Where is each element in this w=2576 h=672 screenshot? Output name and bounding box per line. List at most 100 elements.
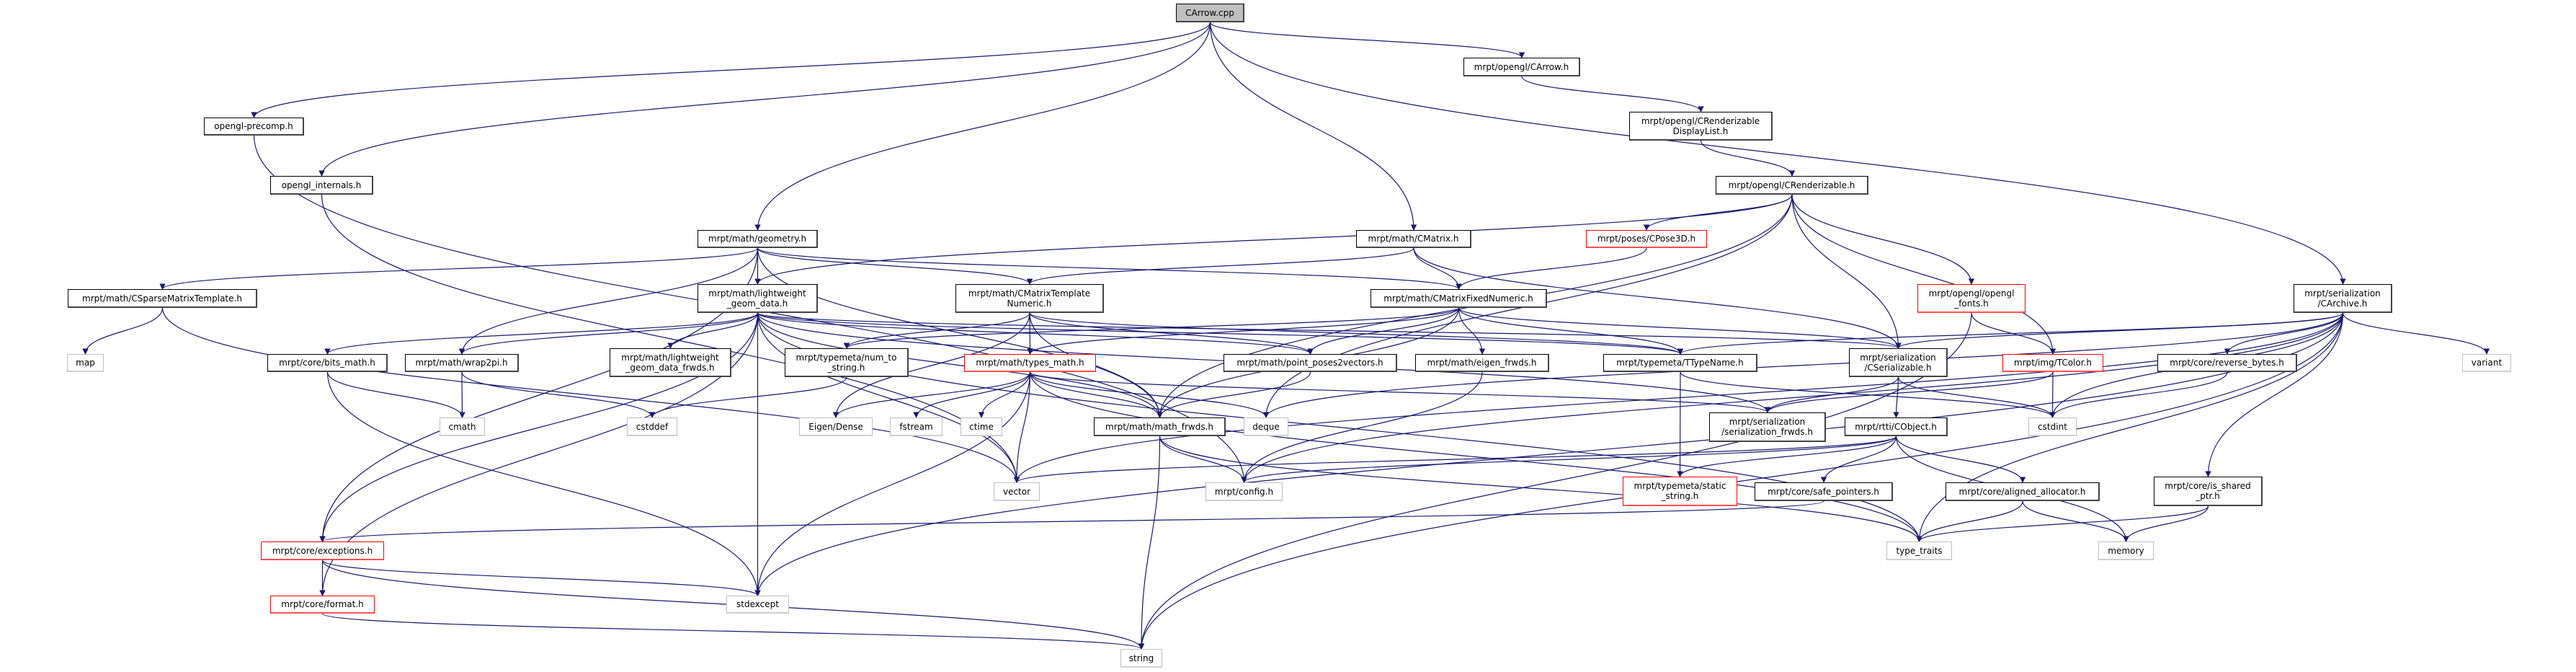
edge-cobject-to-safe [1820, 436, 1897, 483]
edge-geometry-to-ctn [757, 247, 1033, 285]
graph-node-statstr[interactable]: mrpt/typemeta/static _string.h [1623, 477, 1737, 506]
edge-carchive-to-cser [1895, 312, 2344, 349]
graph-node-internals[interactable]: opengl_internals.h [270, 176, 373, 195]
edge-carchive-to-vector [1013, 312, 2344, 483]
graph-node-deque: deque [1244, 417, 1288, 436]
graph-node-ttn[interactable]: mrpt/typemeta/TTypeName.h [1603, 354, 1757, 372]
edge-geometry-to-exceptions [319, 247, 759, 542]
graph-node-cpose3d[interactable]: mrpt/poses/CPose3D.h [1586, 230, 1707, 248]
edge-ttn-to-statstr [1677, 371, 1683, 477]
edge-types-to-stdexcept [754, 371, 1031, 596]
graph-node-types[interactable]: mrpt/math/types_math.h [964, 354, 1096, 372]
edge-wrap-to-cmath [459, 371, 465, 418]
edge-carchive-to-rev [2224, 312, 2344, 355]
edge-sparse-to-map [82, 307, 164, 355]
graph-node-memory: memory [2098, 541, 2154, 560]
graph-node-exceptions[interactable]: mrpt/core/exceptions.h [261, 541, 384, 560]
edge-ctn-to-num [843, 312, 1030, 349]
graph-node-sparse[interactable]: mrpt/math/CSparseMatrixTemplate.h [68, 289, 257, 308]
edge-crend-to-lwgd [754, 194, 1793, 285]
edge-lwgd-to-ttn [757, 312, 1683, 355]
edge-crend-to-tcolor [1791, 194, 2056, 355]
edge-aligned-to-typetraits [1916, 500, 2023, 542]
graph-node-cstdint: cstdint [2028, 417, 2077, 436]
edge-n_carrow-to-carrowh [1209, 22, 1525, 58]
edge-cmatrix-to-cfn [1413, 247, 1462, 290]
graph-node-safe[interactable]: mrpt/core/safe_pointers.h [1755, 482, 1893, 501]
edge-lwgd-to-mathfr [757, 312, 1163, 418]
graph-node-stdexcept: stdexcept [726, 596, 789, 614]
edge-isshared-to-memory [2123, 505, 2209, 542]
graph-node-eigenf[interactable]: mrpt/math/eigen_frwds.h [1415, 354, 1549, 372]
edge-wrap-to-cstddef [461, 371, 656, 418]
graph-node-isshared[interactable]: mrpt/core/is_shared _ptr.h [2154, 477, 2263, 506]
edge-types-to-mathfr [1029, 371, 1163, 418]
edge-crdl-to-crend [1700, 140, 1796, 177]
graph-node-cmath: cmath [440, 417, 485, 436]
graph-node-config: mrpt/config.h [1205, 482, 1283, 501]
edge-cobject-to-vector [1014, 436, 1897, 483]
edge-geometry-to-cfn [757, 247, 1462, 290]
edge-pp2v-to-mathfr [1156, 371, 1311, 418]
graph-node-serfr[interactable]: mrpt/serialization /serialization_frwds.… [1709, 412, 1826, 442]
graph-node-ctime: ctime [961, 417, 1002, 436]
edge-bits-to-cmath [326, 371, 465, 418]
edge-lwgd-to-wrap [458, 312, 759, 355]
edge-fonts-to-string [1138, 312, 1972, 650]
graph-node-carrowh[interactable]: mrpt/opengl/CArrow.h [1463, 58, 1580, 76]
graph-node-wrap[interactable]: mrpt/math/wrap2pi.h [405, 354, 519, 372]
edge-n_carrow-to-cmatrix [1209, 22, 1417, 231]
edge-format-to-string [321, 613, 1144, 650]
graph-node-variant: variant [2462, 354, 2511, 372]
edge-n_carrow-to-geometry [754, 22, 1211, 231]
edge-aligned-to-memory [2022, 500, 2129, 542]
graph-node-cobject[interactable]: mrpt/rtti/CObject.h [1845, 417, 1948, 436]
edge-mathfr-to-typetraits [1159, 436, 1922, 542]
edge-lwgd-to-vector [757, 312, 1020, 483]
edge-cfn-to-pp2v [1307, 307, 1460, 355]
edge-crend-to-cser [1791, 194, 1902, 349]
edge-carchive-to-config [1241, 312, 2344, 483]
graph-node-cfn[interactable]: mrpt/math/CMatrixFixedNumeric.h [1371, 289, 1547, 308]
graph-node-crend[interactable]: mrpt/opengl/CRenderizable.h [1716, 176, 1868, 195]
edge-lwgd-to-lwfr [667, 312, 759, 349]
graph-node-carchive[interactable]: mrpt/serialization /CArchive.h [2294, 284, 2392, 313]
graph-node-precomp[interactable]: opengl-precomp.h [204, 118, 304, 136]
graph-node-bits[interactable]: mrpt/core/bits_math.h [267, 354, 388, 372]
graph-node-mathfr[interactable]: mrpt/math/math_frwds.h [1094, 417, 1226, 436]
edge-types-to-vector [1013, 371, 1031, 483]
graph-node-lwgd[interactable]: mrpt/math/lightweight _geom_data.h [698, 284, 818, 313]
edge-isshared-to-typetraits [1916, 505, 2209, 542]
edge-types-to-eigend [832, 371, 1031, 418]
edge-geometry-to-sparse [159, 247, 759, 290]
graph-node-geometry[interactable]: mrpt/math/geometry.h [698, 230, 818, 248]
graph-node-format[interactable]: mrpt/core/format.h [270, 596, 375, 614]
graph-node-crdl[interactable]: mrpt/opengl/CRenderizable DisplayList.h [1629, 112, 1773, 141]
edge-num-to-cstddef [649, 376, 847, 418]
edge-cobject-to-statstr [1677, 436, 1897, 477]
graph-node-cmatrix[interactable]: mrpt/math/CMatrix.h [1356, 230, 1471, 248]
graph-node-aligned[interactable]: mrpt/core/aligned_allocator.h [1946, 482, 2100, 501]
edge-ttn-to-cstdint [1680, 371, 2056, 418]
graph-node-string: string [1120, 649, 1162, 668]
graph-node-tcolor[interactable]: mrpt/img/TColor.h [2002, 354, 2103, 372]
edge-carchive-to-typetraits [1916, 312, 2344, 542]
edge-cobject-to-config [1241, 436, 1897, 483]
graph-node-ctn[interactable]: mrpt/math/CMatrixTemplate Numeric.h [955, 284, 1104, 313]
graph-node-lwfr[interactable]: mrpt/math/lightweight _geom_data_frwds.h [610, 348, 731, 377]
edge-cfn-to-cser [1458, 307, 1902, 349]
graph-node-num[interactable]: mrpt/typemeta/num_to _string.h [785, 348, 909, 377]
edge-lwgd-to-pp2v [757, 312, 1314, 355]
graph-node-vector: vector [994, 482, 1040, 501]
graph-node-rev[interactable]: mrpt/core/reverse_bytes.h [2157, 354, 2297, 372]
graph-node-cser[interactable]: mrpt/serialization /CSerializable.h [1849, 348, 1948, 377]
graph-node-fonts[interactable]: mrpt/opengl/opengl _fonts.h [1917, 284, 2025, 313]
edge-mathfr-to-string [1138, 436, 1161, 650]
graph-node-pp2v[interactable]: mrpt/math/point_poses2vectors.h [1224, 354, 1397, 372]
edge-cfn-to-types [1027, 307, 1460, 355]
edge-geometry-to-wrap [458, 247, 759, 355]
edge-lwgd-to-cser [757, 312, 1902, 349]
edge-carchive-to-deque [1262, 312, 2344, 418]
